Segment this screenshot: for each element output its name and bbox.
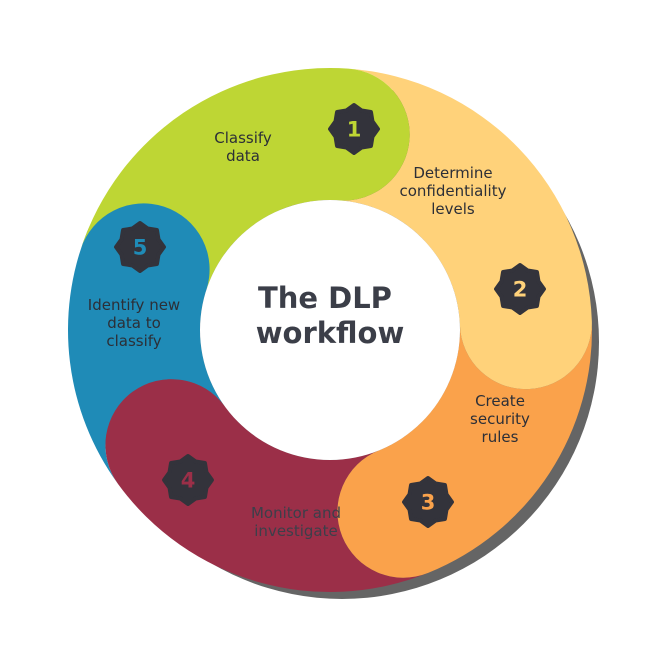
step-5-badge: 5 [114,221,166,273]
step-badges: 1 2 3 4 5 [114,103,546,528]
center-circle [200,200,460,460]
step-5-label-line: data to [107,314,161,332]
center-title-line-1: The DLP [258,281,392,315]
step-3-label-line: rules [482,428,519,446]
step-4-label-line: Monitor and [251,504,341,522]
step-3-label-line: Create [475,392,525,410]
step-1-badge: 1 [328,103,380,155]
ring-segment-step-1 [80,68,410,290]
badge-seal-icon [328,103,380,155]
step-5-number: 5 [133,236,148,260]
step-2-label-line: levels [431,200,475,218]
step-3-badge: 3 [402,476,454,528]
step-4-label-line: investigate [254,522,337,540]
step-5-label-line: Identify new [88,296,180,314]
step-1-label-line: Classify [214,129,272,147]
ring-segment-step-3 [337,320,592,578]
step-3-label-line: security [470,410,530,428]
ring-segment-step-5 [68,190,225,484]
badge-seal-icon [114,221,166,273]
center-title: The DLP workflow [256,281,405,350]
step-2-number: 2 [513,278,528,302]
badge-seal-icon [494,263,546,315]
ring-segment-step-4 [105,379,429,592]
step-4-badge: 4 [162,454,214,506]
step-3-number: 3 [421,491,436,515]
step-2-badge: 2 [494,263,546,315]
badge-seal-icon [162,454,214,506]
step-2-label-line: confidentiality [400,182,507,200]
badge-seal-icon [402,476,454,528]
step-1-label-line: data [226,147,260,165]
step-2-label-line: Determine [413,164,492,182]
step-5-label-line: classify [106,332,161,350]
step-4-number: 4 [181,469,196,493]
step-1-number: 1 [347,118,362,142]
center-title-line-2: workflow [256,316,405,350]
